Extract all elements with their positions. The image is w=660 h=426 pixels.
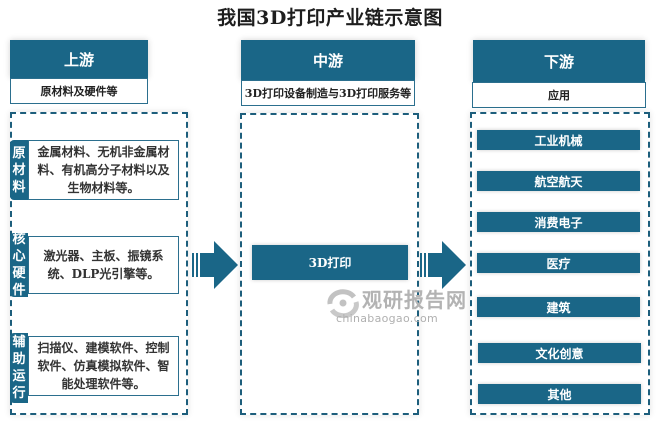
watermark-logo-icon [327, 289, 359, 318]
watermark: 观研报告网 chinabaogao.com [326, 284, 476, 328]
downstream-subtitle: 应用 [472, 82, 646, 108]
tag-char: 辅 [12, 335, 26, 350]
application-aerospace: 航空航天 [477, 171, 640, 191]
watermark-en: chinabaogao.com [336, 312, 438, 325]
3d-printing-box: 3D打印 [252, 245, 408, 280]
tag-char: 件 [12, 283, 26, 298]
tag-raw-materials: 原 材 料 [10, 140, 28, 200]
upstream-header: 上游 [10, 40, 148, 78]
midstream-subtitle: 3D打印设备制造与3D打印服务等 [241, 80, 415, 106]
tag-char: 材 [12, 162, 26, 178]
diagram-title: 我国3D打印产业链示意图 [217, 7, 443, 29]
application-cultural-creative: 文化创意 [478, 343, 641, 363]
core-hardware-description: 激光器、主板、振镜系统、DLP光引擎等。 [28, 236, 179, 294]
tag-char: 料 [12, 179, 26, 195]
raw-materials-description: 金属材料、无机非金属材料、有机高分子材料以及生物材料等。 [28, 140, 179, 200]
application-construction: 建筑 [477, 297, 640, 317]
tag-char: 硬 [12, 266, 26, 281]
arrow-right-icon [420, 241, 466, 289]
tag-core-hardware: 核 心 硬 件 [10, 232, 28, 298]
tag-char: 运 [12, 369, 26, 384]
application-consumer-electronics: 消费电子 [477, 212, 640, 232]
application-other: 其他 [478, 384, 641, 404]
tag-char: 行 [12, 386, 26, 401]
tag-char: 心 [12, 249, 26, 264]
auxiliary-operation-description: 扫描仪、建模软件、控制软件、仿真模拟软件、智能处理软件等。 [28, 336, 179, 396]
tag-auxiliary-operation: 辅 助 运 行 [10, 333, 28, 403]
application-medical: 医疗 [477, 253, 640, 273]
watermark-cn: 观研报告网 [362, 288, 467, 312]
midstream-header: 中游 [241, 40, 415, 80]
upstream-subtitle: 原材料及硬件等 [10, 78, 148, 104]
downstream-header: 下游 [473, 40, 645, 82]
application-industrial-machinery: 工业机械 [477, 130, 640, 150]
arrow-right-icon [192, 241, 238, 289]
tag-char: 原 [12, 145, 26, 161]
tag-char: 核 [12, 232, 26, 247]
tag-char: 助 [12, 352, 26, 367]
